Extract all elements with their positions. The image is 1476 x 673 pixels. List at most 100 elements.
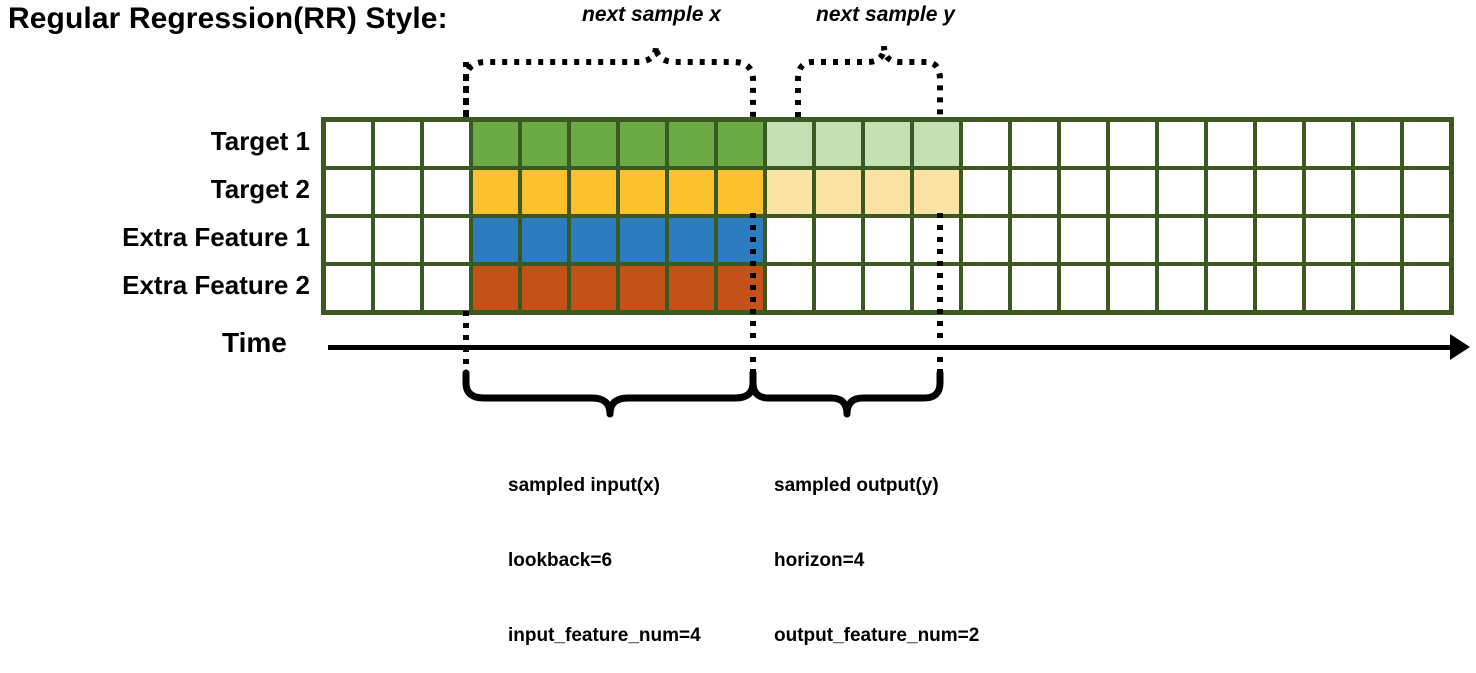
grid-cell-lookback bbox=[620, 122, 665, 166]
grid-cell-blank bbox=[1159, 266, 1204, 310]
grid-cell-lookback bbox=[669, 170, 714, 214]
page-title: Regular Regression(RR) Style: bbox=[8, 2, 448, 35]
grid-cell-lookback bbox=[473, 122, 518, 166]
grid-cell-blank bbox=[1355, 218, 1400, 262]
grid-cell-blank bbox=[767, 218, 812, 262]
caption-left-line2: lookback=6 bbox=[508, 550, 613, 571]
caption-right-line3: output_feature_num=2 bbox=[774, 625, 980, 646]
grid-cell-blank bbox=[1257, 266, 1302, 310]
grid-cell-blank bbox=[963, 122, 1008, 166]
grid-cell-blank bbox=[1012, 218, 1057, 262]
grid-row-2 bbox=[326, 170, 1449, 214]
grid-cell-lookback bbox=[571, 122, 616, 166]
grid-cell-blank bbox=[375, 218, 420, 262]
caption-sampled-input: sampled input(x) lookback=6 input_featur… bbox=[508, 423, 701, 673]
timeseries-grid bbox=[321, 117, 1454, 315]
grid-cell-blank bbox=[816, 266, 861, 310]
grid-cell-blank bbox=[914, 218, 959, 262]
grid-cell-horizon bbox=[914, 122, 959, 166]
grid-cell-blank bbox=[865, 218, 910, 262]
grid-cell-blank bbox=[1306, 170, 1351, 214]
brace-next-sample-y bbox=[795, 45, 943, 117]
grid-cell-blank bbox=[1012, 122, 1057, 166]
grid-cell-blank bbox=[1110, 266, 1155, 310]
time-axis-line bbox=[328, 345, 1456, 350]
grid-row-1 bbox=[326, 122, 1449, 166]
grid-cell-blank bbox=[424, 170, 469, 214]
caption-right-line1: sampled output(y) bbox=[774, 475, 939, 496]
grid-cell-blank bbox=[1404, 122, 1449, 166]
grid-cell-lookback bbox=[718, 170, 763, 214]
grid-cell-blank bbox=[1110, 218, 1155, 262]
grid-cell-blank bbox=[1306, 122, 1351, 166]
grid-cell-blank bbox=[1012, 266, 1057, 310]
grid-cell-blank bbox=[963, 218, 1008, 262]
grid-cell-blank bbox=[1355, 266, 1400, 310]
grid-cell-blank bbox=[1404, 218, 1449, 262]
grid-cell-lookback bbox=[522, 170, 567, 214]
grid-cell-lookback bbox=[522, 218, 567, 262]
grid-cell-blank bbox=[375, 170, 420, 214]
grid-cell-blank bbox=[1061, 170, 1106, 214]
grid-cell-lookback bbox=[620, 218, 665, 262]
grid-cell-lookback bbox=[669, 266, 714, 310]
grid-cell-lookback bbox=[718, 266, 763, 310]
grid-cell-blank bbox=[914, 266, 959, 310]
grid-cell-blank bbox=[963, 266, 1008, 310]
row-label-target-2: Target 2 bbox=[210, 174, 310, 204]
caption-left-line3: input_feature_num=4 bbox=[508, 625, 701, 646]
grid-cell-lookback bbox=[620, 266, 665, 310]
grid-cell-blank bbox=[1159, 218, 1204, 262]
grid-cell-blank bbox=[326, 122, 371, 166]
grid-cell-blank bbox=[816, 218, 861, 262]
label-next-sample-x: next sample x bbox=[582, 3, 721, 26]
grid-cell-horizon bbox=[767, 170, 812, 214]
grid-cell-blank bbox=[1404, 170, 1449, 214]
grid-cell-horizon bbox=[816, 122, 861, 166]
grid-cell-lookback bbox=[522, 266, 567, 310]
grid-cell-lookback bbox=[669, 218, 714, 262]
brace-sampled-input bbox=[462, 369, 757, 418]
grid-cell-blank bbox=[326, 266, 371, 310]
grid-cell-blank bbox=[1355, 170, 1400, 214]
grid-cell-blank bbox=[424, 266, 469, 310]
grid-cell-horizon bbox=[865, 170, 910, 214]
grid-cell-blank bbox=[1110, 122, 1155, 166]
grid-cell-blank bbox=[1061, 218, 1106, 262]
grid-row-3 bbox=[326, 218, 1449, 262]
grid-cell-blank bbox=[1208, 218, 1253, 262]
grid-cell-blank bbox=[1257, 122, 1302, 166]
grid-cell-lookback bbox=[473, 218, 518, 262]
grid-cell-blank bbox=[326, 170, 371, 214]
row-label-target-1: Target 1 bbox=[210, 126, 310, 156]
grid-cell-blank bbox=[1208, 266, 1253, 310]
grid-cell-blank bbox=[1208, 170, 1253, 214]
row-label-extra-feature-2: Extra Feature 2 bbox=[122, 270, 310, 300]
brace-sampled-output bbox=[749, 369, 944, 418]
grid-cell-blank bbox=[1159, 122, 1204, 166]
grid-cell-blank bbox=[1404, 266, 1449, 310]
grid-cell-horizon bbox=[767, 122, 812, 166]
grid-cell-horizon bbox=[914, 170, 959, 214]
row-label-extra-feature-1: Extra Feature 1 bbox=[122, 222, 310, 252]
caption-left-line1: sampled input(x) bbox=[508, 475, 661, 496]
grid-cell-blank bbox=[1110, 170, 1155, 214]
grid-cell-blank bbox=[1061, 266, 1106, 310]
time-axis-label: Time bbox=[222, 327, 287, 358]
grid-cell-horizon bbox=[816, 170, 861, 214]
grid-cell-blank bbox=[1306, 266, 1351, 310]
grid-cell-lookback bbox=[669, 122, 714, 166]
grid-cell-lookback bbox=[473, 170, 518, 214]
grid-cell-blank bbox=[1355, 122, 1400, 166]
label-next-sample-y: next sample y bbox=[816, 3, 955, 26]
grid-cell-blank bbox=[1306, 218, 1351, 262]
grid-cell-lookback bbox=[718, 218, 763, 262]
grid-cell-blank bbox=[1257, 170, 1302, 214]
grid-cell-lookback bbox=[571, 170, 616, 214]
grid-cell-blank bbox=[375, 122, 420, 166]
grid-cell-blank bbox=[767, 266, 812, 310]
grid-cell-blank bbox=[1012, 170, 1057, 214]
grid-cell-blank bbox=[1257, 218, 1302, 262]
grid-cell-blank bbox=[1159, 170, 1204, 214]
grid-cell-lookback bbox=[473, 266, 518, 310]
